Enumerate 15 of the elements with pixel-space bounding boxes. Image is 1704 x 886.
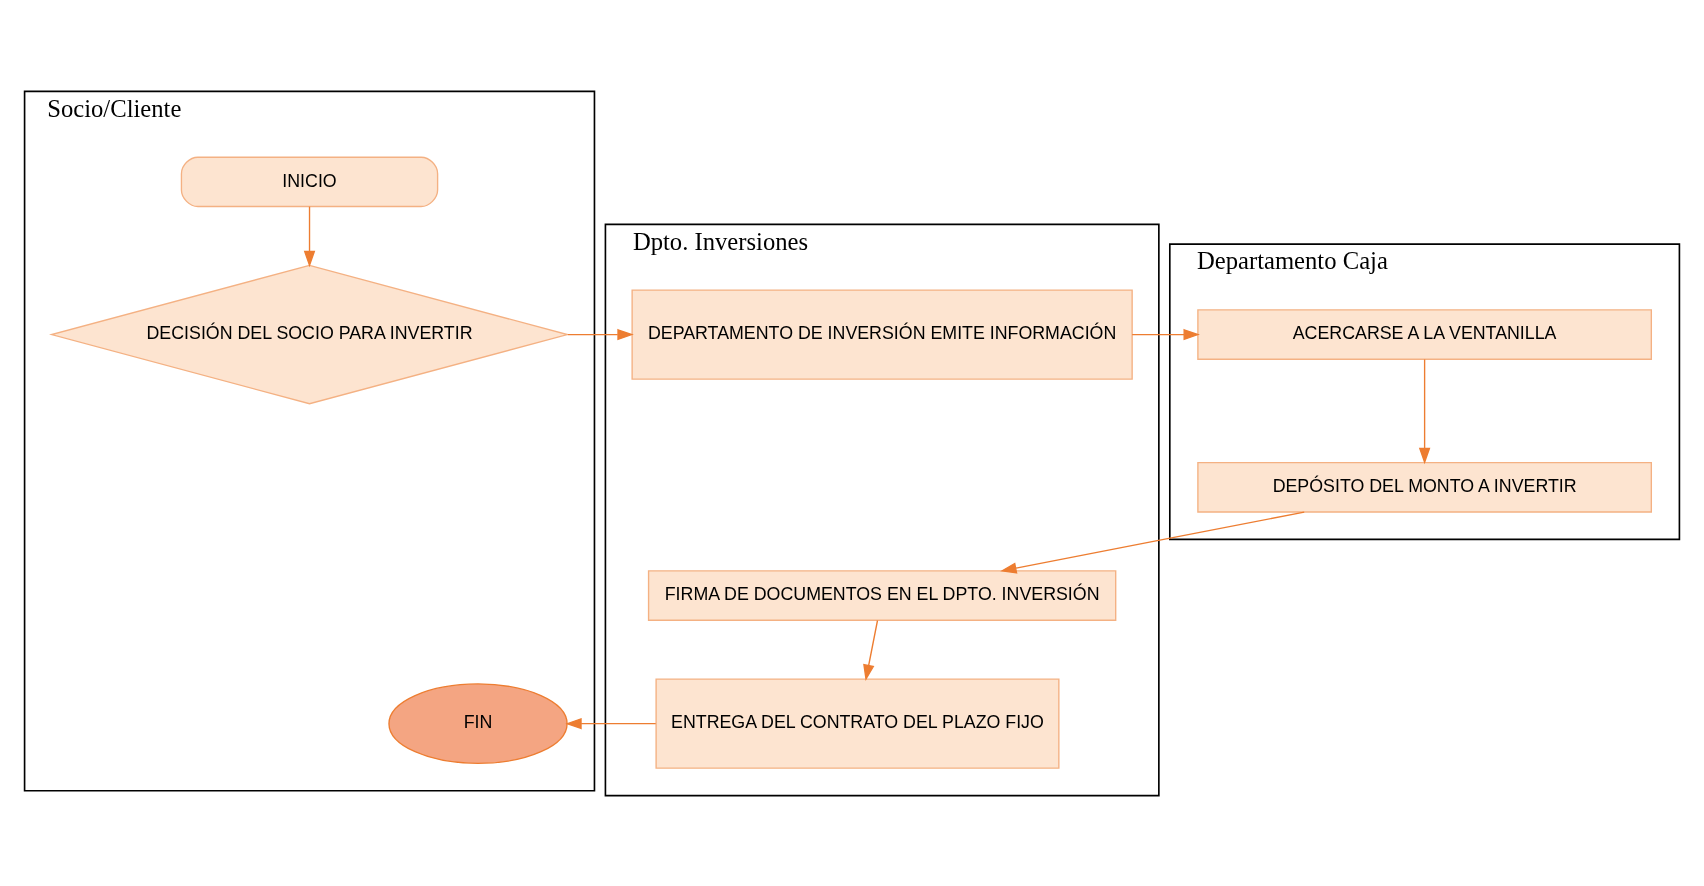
node-box: INICIO bbox=[180, 156, 439, 207]
node-box: DEPARTAMENTO DE INVERSIÓN EMITE INFORMACIÓN bbox=[631, 288, 1133, 380]
node-box: ACERCARSE A LA VENTANILLA bbox=[1197, 308, 1652, 360]
arrow bbox=[567, 328, 634, 340]
node-ellipse: FIN bbox=[388, 682, 568, 764]
node-box: FIRMA DE DOCUMENTOS EN EL DPTO. INVERSIÓN bbox=[647, 569, 1117, 621]
node-diamond: DECISIÓN DEL SOCIO PARA INVERTIR bbox=[49, 264, 571, 404]
arrow bbox=[565, 717, 657, 729]
node-box: DEPÓSITO DEL MONTO A INVERTIR bbox=[1197, 461, 1652, 513]
arrow bbox=[1000, 510, 1305, 574]
arrow bbox=[1131, 328, 1200, 340]
arrow bbox=[863, 619, 879, 681]
node-box: ENTREGA DEL CONTRATO DEL PLAZO FIJO bbox=[655, 677, 1060, 769]
arrow bbox=[1418, 358, 1431, 464]
arrow bbox=[303, 205, 316, 267]
